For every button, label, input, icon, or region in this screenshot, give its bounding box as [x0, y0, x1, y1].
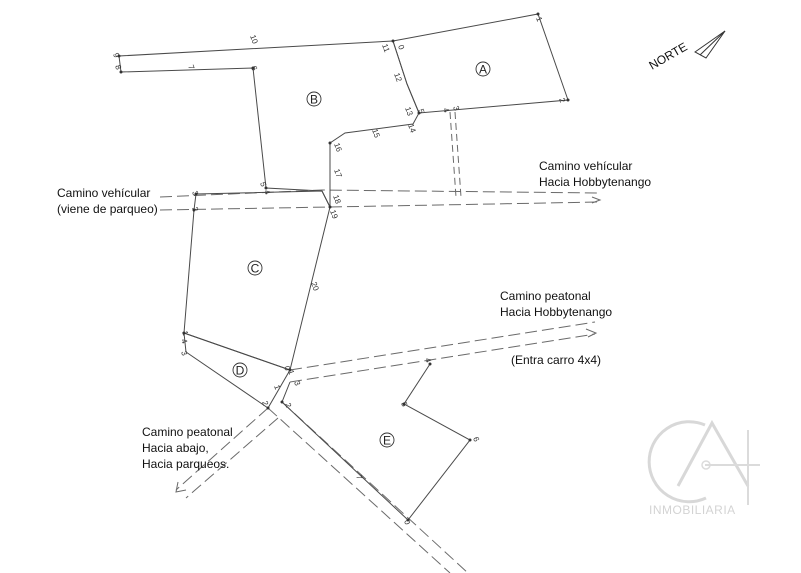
vehicular-road-arrow — [591, 196, 602, 204]
annotation-line: Hacia Hobbytenango — [539, 175, 651, 189]
lot-e-boundary — [281, 363, 471, 521]
pedestrian-south-edge-1 — [267, 407, 451, 573]
vertex-label: 12 — [392, 72, 404, 84]
vertex-label: 9 — [111, 52, 121, 60]
logo-text: INMOBILIARIA — [649, 503, 736, 517]
vertex-label: 7 — [186, 64, 196, 72]
annotation-line: Camino vehícular — [57, 186, 150, 200]
north-arrow: NORTE — [647, 30, 726, 73]
vertex-label: 7 — [354, 474, 364, 482]
annotation-line: Hacia Hobbytenango — [500, 305, 612, 319]
annotation-vehicular-right: Camino vehícular Hacia Hobbytenango — [539, 159, 651, 189]
pedestrian-east-edge-south — [289, 333, 596, 383]
annotation-line: (viene de parqueo) — [57, 202, 158, 216]
vertex-label: 1 — [286, 369, 296, 377]
lot-c-boundary — [183, 190, 331, 371]
vertex-label: 5 — [399, 401, 409, 409]
lot-c-label[interactable]: C — [247, 260, 263, 276]
lot-e-label[interactable]: E — [379, 432, 395, 448]
annotation-vehicular-left: Camino vehícular (viene de parqueo) — [57, 186, 158, 216]
key-icon — [701, 460, 711, 470]
lot-d-label[interactable]: D — [232, 362, 248, 378]
inmobiliaria-logo: INMOBILIARIA — [647, 419, 760, 517]
driveway-line-1 — [449, 111, 457, 198]
vertex-label: 16 — [332, 142, 344, 154]
vertex-label: 4 — [262, 189, 272, 197]
vertex-label: 2 — [557, 97, 567, 105]
vertex-label: 17 — [332, 168, 344, 180]
annotation-line: Camino peatonal — [142, 425, 233, 439]
vertex-label: 3 — [292, 380, 302, 388]
pedestrian-east-arrow — [585, 328, 598, 338]
vertex-label: 18 — [331, 194, 343, 206]
pedestrian-sw-edge-2 — [185, 417, 279, 499]
pedestrian-road-east — [289, 321, 598, 383]
vertex-label: 1 — [534, 16, 544, 24]
vertex-label: 3 — [451, 105, 461, 113]
vertex-label: 6 — [471, 436, 481, 444]
annotation-pedestrian-right: Camino peatonal Hacia Hobbytenango (Entr… — [500, 289, 612, 367]
annotation-line: Camino vehícular — [539, 159, 632, 173]
vertex-label: 20 — [309, 281, 321, 293]
vertex-label: 4 — [423, 357, 433, 365]
vertex-label: 2 — [260, 400, 270, 408]
lot-letter: C — [251, 262, 260, 276]
vertex-label: 2 — [283, 402, 293, 410]
lot-letter: A — [479, 63, 487, 77]
vertex-label: 0 — [396, 44, 406, 52]
vertex-label: 0 — [282, 365, 292, 373]
annotation-line: Hacia abajo, — [142, 441, 209, 455]
vertex-label: 13 — [403, 106, 415, 118]
vertex-label: 5 — [416, 108, 426, 116]
vertex-labels: 0 1 2 3 4 5 10 11 12 13 14 15 16 17 18 1… — [111, 16, 567, 527]
vertex-label: 4 — [179, 338, 189, 346]
vertex-label: 15 — [370, 128, 382, 140]
vertex-label: 3 — [179, 350, 189, 358]
driveway-line-2 — [454, 111, 462, 198]
vertex-label: 14 — [406, 123, 418, 135]
vertex-label: 3 — [190, 190, 200, 198]
vertex-label: 5 — [258, 181, 268, 189]
vehicular-road — [159, 111, 602, 211]
vertex-label: 1 — [180, 330, 190, 338]
annotation-pedestrian-left: Camino peatonal Hacia abajo, Hacia parqu… — [142, 425, 233, 471]
lot-b-boundary — [118, 40, 420, 208]
pedestrian-east-edge-north — [289, 321, 596, 371]
annotation-line: Camino peatonal — [500, 289, 591, 303]
lot-letter: D — [236, 364, 245, 378]
lot-letter: E — [383, 434, 391, 448]
vertex-label: 11 — [380, 43, 391, 54]
vertex-label: 0 — [402, 519, 412, 527]
lot-a-label[interactable]: A — [475, 61, 491, 77]
vertex-label: 6 — [249, 65, 259, 73]
lot-b-label[interactable]: B — [306, 91, 322, 107]
pedestrian-sw-edge-1 — [175, 407, 269, 491]
logo-c-shape — [647, 420, 707, 504]
north-label: NORTE — [647, 40, 690, 73]
vehicular-road-edge-south — [159, 201, 601, 211]
vertex-label: 2 — [190, 206, 200, 214]
vertex-label: 4 — [441, 107, 451, 115]
vertex-label: 1 — [272, 384, 282, 392]
logo-a-shape — [676, 419, 750, 487]
pedestrian-road-southwest — [175, 407, 279, 499]
vertex-markers — [117, 12, 570, 522]
vertex-label: 8 — [113, 64, 123, 72]
annotation-line: (Entra carro 4x4) — [511, 353, 601, 367]
lot-letter: B — [310, 93, 318, 107]
vehicular-road-edge-north — [159, 189, 601, 198]
pedestrian-sw-arrow — [175, 481, 187, 493]
vertex-label: 10 — [248, 34, 260, 46]
pedestrian-road-south — [267, 401, 469, 573]
annotation-line: Hacia parqueos. — [142, 457, 229, 471]
vertex-label: 19 — [328, 209, 340, 221]
